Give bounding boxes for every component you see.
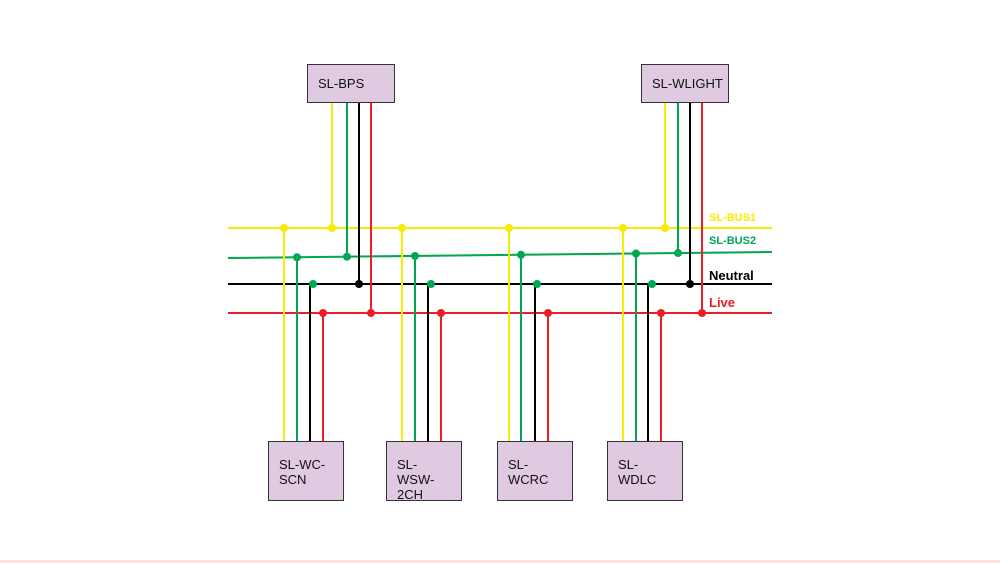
device-label: SCN (279, 472, 307, 487)
junction-dot (427, 280, 435, 288)
device-sl-wc-scn: SL-WC-SCN (268, 441, 344, 501)
junction-dot (674, 249, 682, 258)
junction-dot (398, 224, 406, 232)
junction-dot (686, 280, 694, 288)
junction-dot (505, 224, 513, 232)
junction-dot (533, 280, 541, 288)
junction-dot (343, 252, 351, 261)
device-label: WSW- (397, 472, 435, 487)
bus1-label: SL-BUS1 (709, 212, 757, 224)
neutral-label: Neutral (709, 268, 754, 283)
junction-dot (544, 309, 552, 317)
junction-dot (657, 309, 665, 317)
device-label: SL-WLIGHT (652, 76, 723, 91)
junction-dot (293, 253, 301, 262)
device-label: SL-BPS (318, 76, 365, 91)
device-label: SL- (397, 457, 418, 472)
device-label: WCRC (508, 472, 549, 487)
footer-bar (0, 560, 1000, 563)
device-label: WDLC (618, 472, 657, 487)
junction-dot (355, 280, 363, 288)
junction-dot (632, 249, 640, 258)
device-sl-wdlc: SL-WDLC (607, 441, 683, 501)
junction-dot (698, 309, 706, 317)
junction-dot (328, 224, 336, 232)
device-label: SL- (618, 457, 639, 472)
junction-dot (280, 224, 288, 232)
junction-dot (517, 250, 525, 259)
device-label: SL-WC- (279, 457, 326, 472)
device-sl-wsw-2ch: SL-WSW-2CH (386, 441, 462, 502)
junction-dot (309, 280, 317, 288)
device-label: 2CH (397, 487, 424, 502)
junction-dot (648, 280, 656, 288)
junction-dot (661, 224, 669, 232)
device-label: SL- (508, 457, 529, 472)
junction-dot (367, 309, 375, 317)
junction-dot (619, 224, 627, 232)
junction-dot (437, 309, 445, 317)
live-label: Live (709, 295, 736, 310)
bus2-label: SL-BUS2 (709, 235, 757, 247)
junction-dot (411, 251, 419, 260)
junction-dot (319, 309, 327, 317)
device-sl-bps: SL-BPS (307, 64, 395, 103)
device-sl-wlight: SL-WLIGHT (641, 64, 729, 103)
device-sl-wcrc: SL-WCRC (497, 441, 573, 501)
